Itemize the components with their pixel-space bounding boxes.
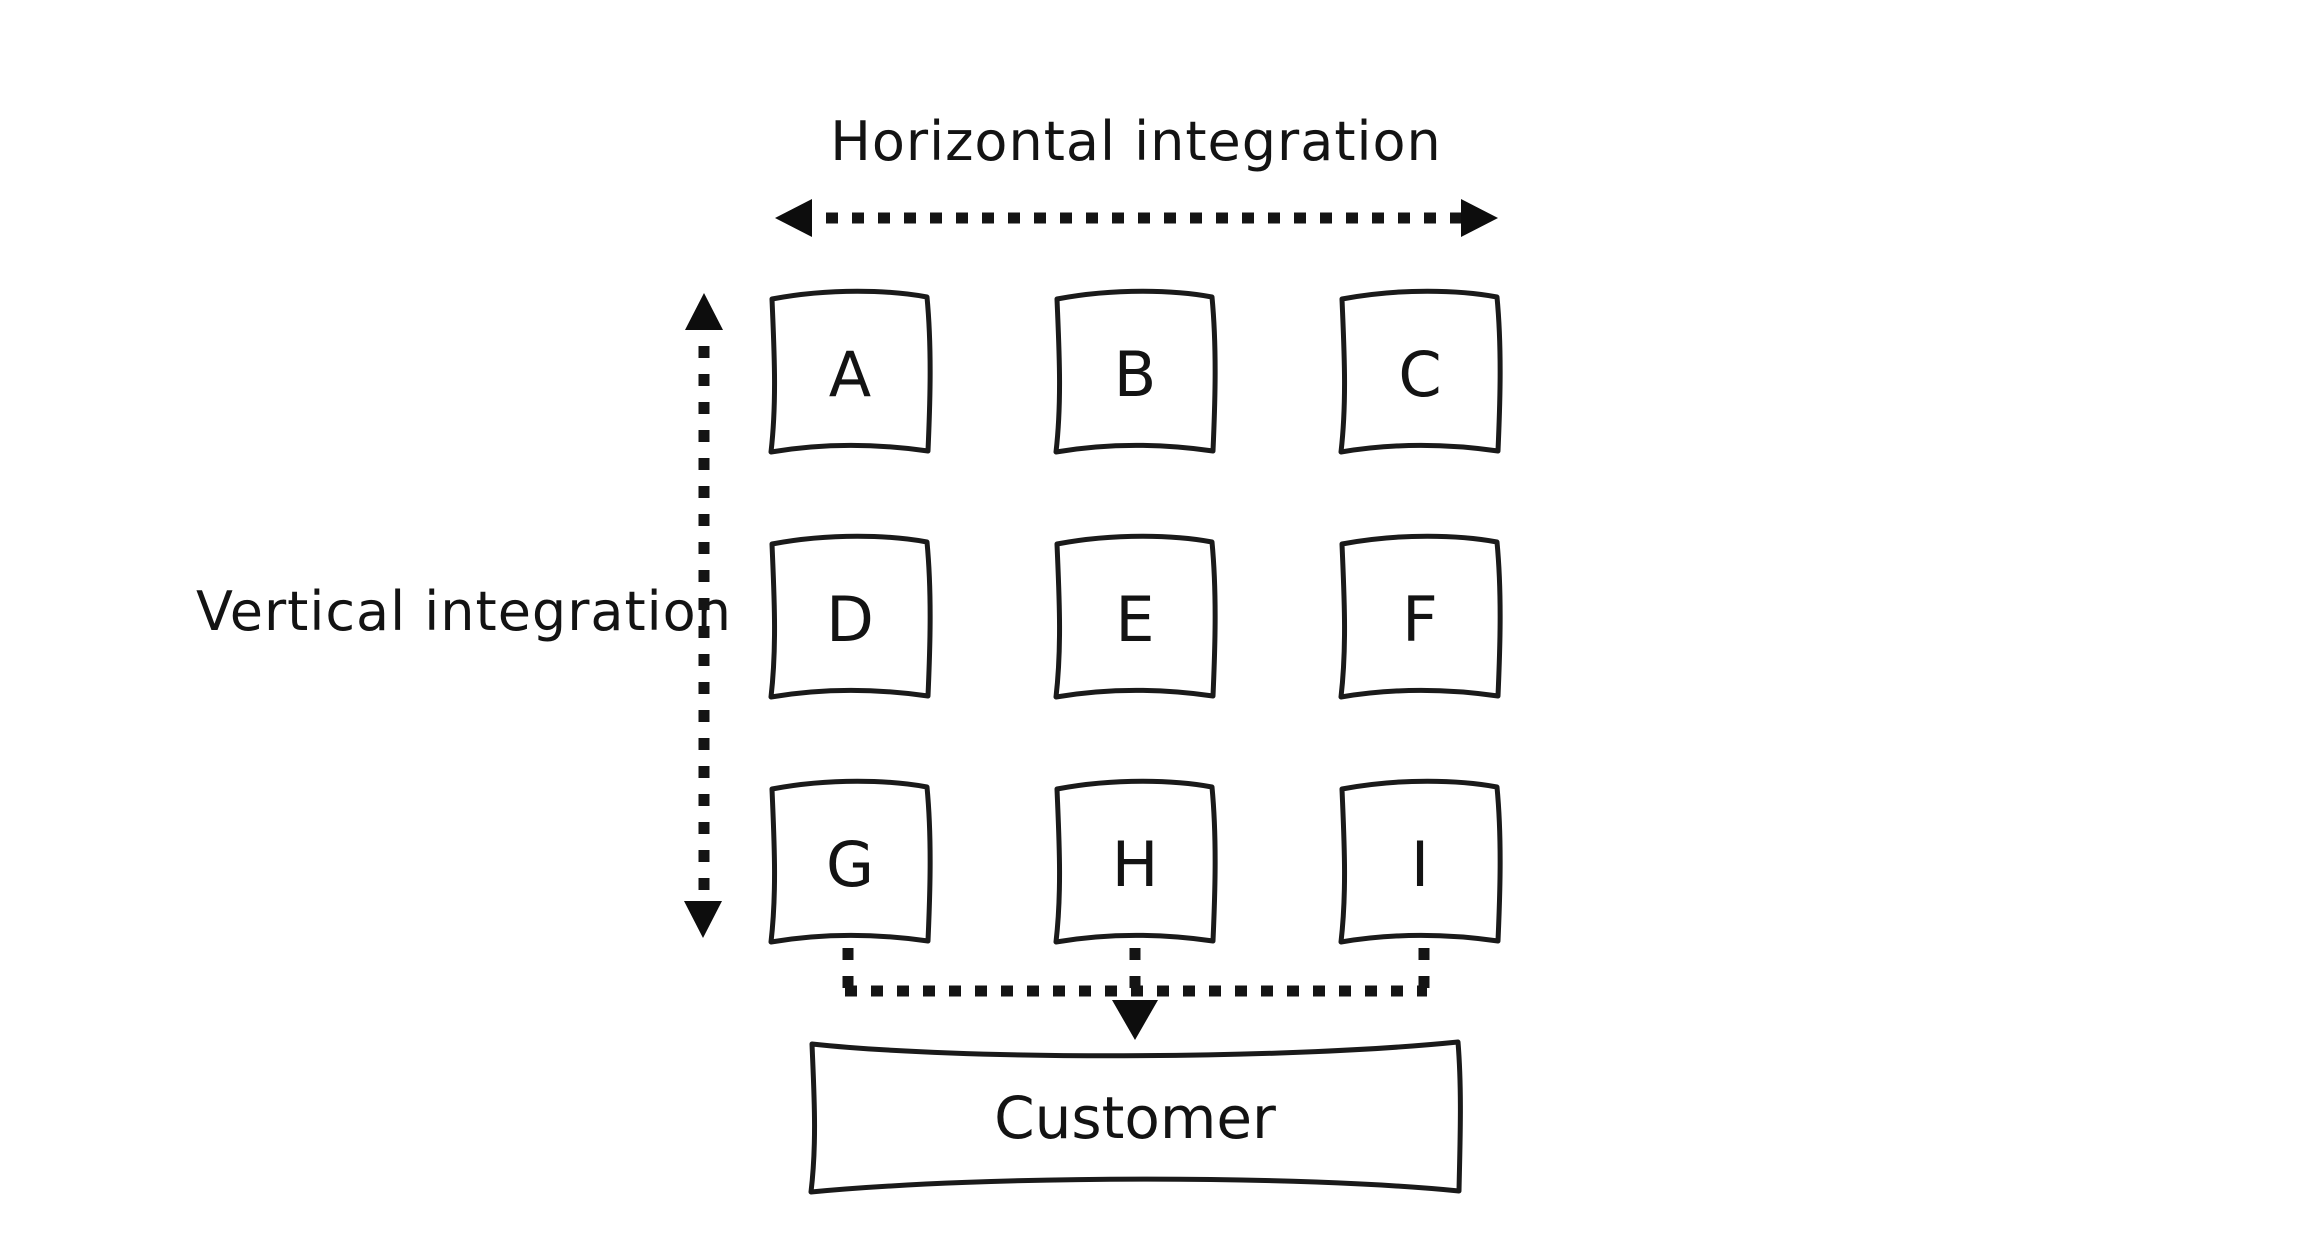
box-i-outline — [1338, 778, 1503, 945]
customer-box[interactable]: Customer — [808, 1039, 1463, 1195]
vertical-integration-arrow — [684, 293, 723, 938]
box-i[interactable]: I — [1338, 778, 1503, 945]
box-g[interactable]: G — [768, 778, 933, 945]
horizontal-integration-arrow — [775, 199, 1498, 237]
box-b-outline — [1053, 288, 1218, 455]
grid-row-middle: D E F — [768, 533, 1503, 700]
box-f-outline — [1338, 533, 1503, 700]
box-i-label: I — [1411, 828, 1429, 901]
box-b-label: B — [1114, 338, 1157, 411]
arrow-left-icon — [775, 199, 812, 237]
arrow-right-icon — [1461, 199, 1498, 237]
box-c[interactable]: C — [1338, 288, 1503, 455]
box-a-surface — [771, 291, 931, 452]
box-d-surface — [771, 536, 931, 697]
box-f-label: F — [1402, 583, 1438, 656]
customer-box-outline — [808, 1039, 1463, 1195]
box-a[interactable]: A — [768, 288, 933, 455]
vertical-integration-label: Vertical integration — [196, 580, 732, 643]
box-f-surface — [1341, 536, 1501, 697]
arrow-up-icon — [685, 293, 723, 330]
customer-connector-group — [842, 948, 1430, 1040]
box-d-outline — [768, 533, 933, 700]
box-d[interactable]: D — [768, 533, 933, 700]
box-a-outline — [768, 288, 933, 455]
grid-row-bottom: G H I — [768, 778, 1503, 945]
box-c-outline — [1338, 288, 1503, 455]
box-g-label: G — [826, 828, 874, 901]
customer-box-surface — [811, 1042, 1461, 1192]
box-c-surface — [1341, 291, 1501, 452]
box-h[interactable]: H — [1053, 778, 1218, 945]
box-i-surface — [1341, 781, 1501, 942]
box-d-label: D — [826, 583, 874, 656]
box-g-outline — [768, 778, 933, 945]
box-e-surface — [1056, 536, 1216, 697]
box-h-outline — [1053, 778, 1218, 945]
box-e-outline — [1053, 533, 1218, 700]
box-b[interactable]: B — [1053, 288, 1218, 455]
box-a-label: A — [829, 338, 871, 411]
horizontal-integration-label: Horizontal integration — [830, 110, 1442, 173]
box-c-label: C — [1398, 338, 1441, 411]
box-g-surface — [771, 781, 931, 942]
grid-row-top: A B C — [768, 288, 1503, 455]
box-b-surface — [1056, 291, 1216, 452]
box-h-surface — [1056, 781, 1216, 942]
box-h-label: H — [1112, 828, 1159, 901]
customer-box-label: Customer — [994, 1084, 1276, 1152]
box-f[interactable]: F — [1338, 533, 1503, 700]
arrow-down-icon — [1112, 1000, 1158, 1040]
arrow-down-icon — [684, 901, 722, 938]
box-e-label: E — [1115, 583, 1154, 656]
box-e[interactable]: E — [1053, 533, 1218, 700]
